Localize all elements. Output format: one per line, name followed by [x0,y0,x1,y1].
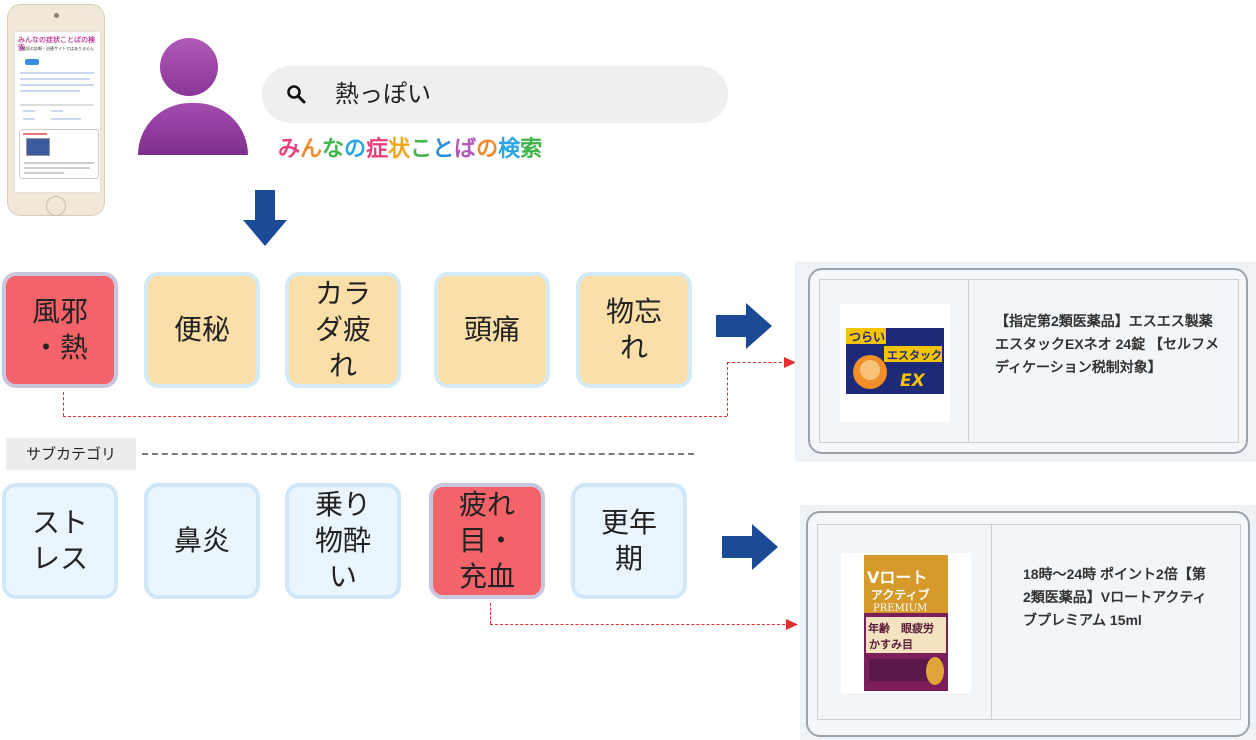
brand-logo-char: の [476,137,499,162]
subcategory-button[interactable]: 更年 期 [571,483,687,599]
phone-text-line [24,172,64,174]
category-button[interactable]: カラ ダ疲 れ [285,272,401,388]
phone-text-line [24,167,90,169]
subcategory-label: サブカテゴリ [6,438,136,470]
product-card[interactable]: Vロート アクティブ PREMIUM 年齢 眼疲労 かすみ目 18時〜24時 ポ… [806,511,1250,737]
phone-text-line [23,110,35,112]
product-image-cell [820,280,969,442]
category-label: 風邪 ・熱 [31,295,88,364]
brand-logo-char: 索 [520,137,543,162]
pkg-brand-text: Vロート [867,568,927,587]
category-button[interactable]: 風邪 ・熱 [2,272,118,388]
phone-text-line [20,78,90,80]
connector-arrowhead-icon [784,357,796,368]
product-card-inner: つらい エスタック EX 【指定第2類医薬品】エスエス製薬エスタックEXネオ 2… [819,279,1239,443]
vrohto-package-icon: Vロート アクティブ PREMIUM 年齢 眼疲労 かすみ目 [864,555,948,691]
subcategory-divider [142,453,694,455]
phone-product-card [19,129,99,179]
connector-line [63,416,727,417]
brand-logo-char: と [432,137,455,162]
pkg-badge-text: EX [900,371,926,391]
subcategory-button[interactable]: 鼻炎 [144,483,260,599]
product-card-inner: Vロート アクティブ PREMIUM 年齢 眼疲労 かすみ目 18時〜24時 ポ… [817,524,1241,720]
category-label: 便秘 [173,313,230,346]
subcategory-label: 更年 期 [600,506,657,575]
category-button[interactable]: 物忘 れ [576,272,692,388]
subcategory-label: 鼻炎 [173,524,230,557]
connector-arrowhead-icon [786,619,798,630]
phone-divider [20,104,94,106]
connector-line [490,624,790,625]
phone-text-line [51,118,81,120]
brand-logo-char: 状 [388,137,411,162]
product-image-cell [818,525,992,719]
phone-card-header [23,133,47,135]
home-button [46,196,66,216]
brand-logo-char: 症 [366,137,389,162]
phone-text-line [24,162,94,164]
product-image[interactable]: Vロート アクティブ PREMIUM 年齢 眼疲労 かすみ目 [841,553,971,693]
category-button[interactable]: 便秘 [144,272,260,388]
user-avatar-body [138,103,248,155]
pkg-band-text: 年齢 [868,621,891,635]
category-label: 物忘 れ [605,295,662,364]
phone-card-thumbnail [26,138,50,156]
subcategory-button[interactable]: スト レス [2,483,118,599]
product-card[interactable]: つらい エスタック EX 【指定第2類医薬品】エスエス製薬エスタックEXネオ 2… [808,268,1248,454]
phone-text-line [20,84,94,86]
search-icon [287,85,306,104]
estac-package-icon: つらい エスタック EX [846,328,944,394]
pkg-band-text: かすみ目 [869,638,913,651]
pkg-main-text: エスタック [887,349,942,362]
brand-logo-char: ば [454,137,477,162]
phone-text-line [23,118,35,120]
pkg-band-text: 眼疲労 [901,621,934,635]
phone-text-line [51,110,63,112]
connector-line [727,362,787,363]
camera-dot [54,13,59,18]
search-bar[interactable] [262,66,728,123]
phone-mockup: みんなの症状ことばの検索 病気の診断・治療サイトではありません [7,4,105,216]
subcategory-button[interactable]: 乗り 物酔 い [285,483,401,599]
pkg-top-text: つらい [849,330,885,344]
search-query[interactable]: 熱っぽい [335,80,431,108]
phone-screen-title: みんなの症状ことばの検索 [18,36,95,52]
product-title[interactable]: 【指定第2類医薬品】エスエス製薬エスタックEXネオ 24錠 【セルフメディケーシ… [995,313,1220,375]
phone-screen-button [25,59,39,65]
brand-logo-char: な [322,137,345,162]
user-avatar-head [160,38,218,96]
brand-logo-char: 検 [498,137,521,162]
arrow-right-icon [722,524,778,570]
category-label: 頭痛 [463,313,520,346]
subcategory-label: 乗り 物酔 い [314,488,371,593]
phone-screen: みんなの症状ことばの検索 病気の診断・治療サイトではありません [14,31,101,193]
phone-text-line [20,72,94,74]
category-button[interactable]: 頭痛 [434,272,550,388]
product-image[interactable]: つらい エスタック EX [840,304,950,422]
pkg-main-text: アクティブ [871,587,930,602]
subcategory-label: 疲れ 目・ 充血 [458,488,515,593]
brand-logo: みんなの症状ことばの検索 [278,136,542,164]
subcategory-label: スト レス [31,506,88,575]
category-label: カラ ダ疲 れ [314,277,371,382]
brand-logo-char: み [278,137,301,162]
brand-logo-char: ん [300,137,323,162]
product-title[interactable]: 18時〜24時 ポイント2倍【第2類医薬品】Vロートアクティブプレミアム 15m… [1023,566,1207,628]
brand-logo-char: こ [410,137,433,162]
pkg-sub-text: PREMIUM [873,603,927,614]
subcategory-button[interactable]: 疲れ 目・ 充血 [429,483,545,599]
arrow-down-icon [243,190,287,246]
connector-line [63,392,64,416]
arrow-right-icon [716,303,772,349]
connector-line [727,362,728,416]
brand-logo-char: の [344,137,367,162]
phone-screen-subtitle: 病気の診断・治療サイトではありません [22,46,94,51]
phone-text-line [20,90,80,92]
connector-line [490,603,491,624]
